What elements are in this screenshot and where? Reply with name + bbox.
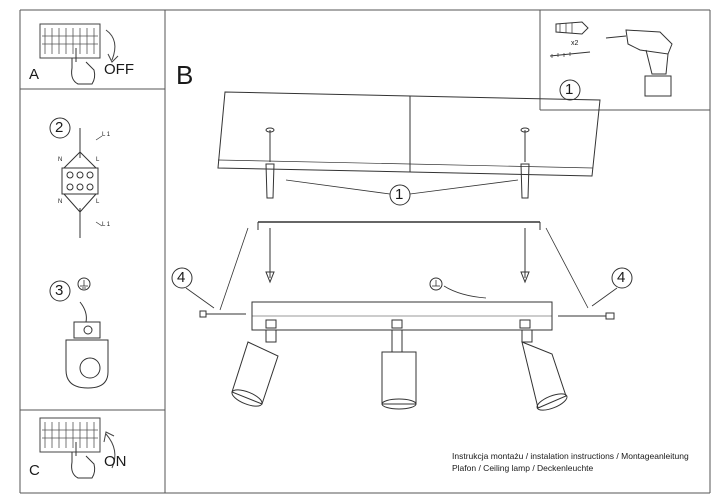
wire-l1-bottom: L 1 xyxy=(102,222,111,228)
panel-c-letter: C xyxy=(29,462,40,479)
step-4-number-left: 4 xyxy=(177,269,186,286)
step-4-circle-right xyxy=(611,267,633,289)
ceiling-panel xyxy=(217,91,601,177)
wire-l-top: L xyxy=(96,157,100,163)
drill-icon xyxy=(605,29,673,97)
step-1-number-tools: 1 xyxy=(565,81,574,98)
anchor-quantity: x2 xyxy=(571,40,579,47)
step-1-number-main: 1 xyxy=(395,186,404,203)
spotlight-right xyxy=(521,329,568,411)
earth-symbol-icon xyxy=(77,277,91,291)
wire-n-top: N xyxy=(58,157,63,163)
earth-connector-diagram xyxy=(65,277,109,389)
switch-on-illustration xyxy=(39,417,116,479)
caption-line-2: Plafon / Ceiling lamp / Deckenleuchte xyxy=(452,463,594,473)
mounting-screws xyxy=(265,127,530,284)
wall-plug-icon xyxy=(555,21,589,35)
switch-on-label: ON xyxy=(104,453,127,470)
mounting-bracket xyxy=(219,221,589,311)
terminal-block-diagram xyxy=(61,128,103,238)
step-4-circle-left xyxy=(171,267,193,289)
wire-l-bottom: L xyxy=(96,199,100,205)
earth-symbol-icon xyxy=(429,277,443,291)
panel-b-letter: B xyxy=(176,60,194,90)
switch-off-label: OFF xyxy=(104,61,134,78)
step-3-number: 3 xyxy=(55,282,64,299)
side-screws xyxy=(199,310,615,320)
step-2-number: 2 xyxy=(55,119,64,136)
step-1-circle-tools xyxy=(559,79,581,101)
lamp-base-bar xyxy=(251,277,553,331)
wire-l1-top: L 1 xyxy=(102,132,111,138)
step-4-number-right: 4 xyxy=(617,269,626,286)
spotlight-center xyxy=(381,329,417,410)
spotlight-left xyxy=(231,329,279,407)
wire-n-bottom: N xyxy=(58,199,63,205)
tools-illustration xyxy=(549,21,673,97)
switch-off-illustration xyxy=(39,23,119,85)
panel-a-letter: A xyxy=(29,66,40,83)
layout-frame xyxy=(19,9,711,494)
callouts xyxy=(49,79,633,309)
caption-line-1: Instrukcja montażu / instalation instruc… xyxy=(452,451,689,461)
step-2-circle xyxy=(49,117,71,139)
step-1-circle-main xyxy=(389,184,411,206)
step-3-circle xyxy=(49,280,71,302)
